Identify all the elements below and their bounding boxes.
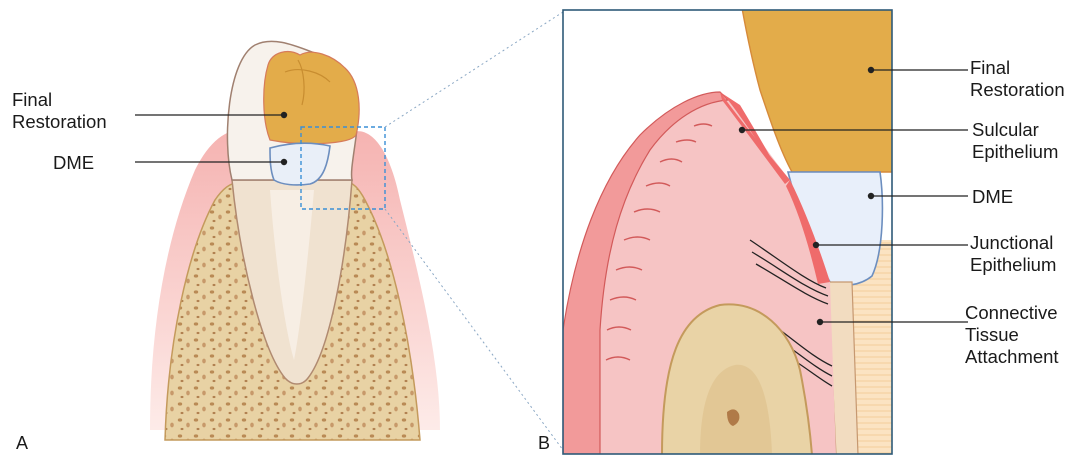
panel-letter-b: B (538, 433, 550, 454)
panel-b-drawing (563, 8, 968, 455)
panel-a-drawing (135, 12, 563, 450)
label-a-final-restoration: Final Restoration (12, 89, 107, 133)
label-a-dme: DME (53, 152, 94, 174)
label-b-connective-tissue-attachment: Connective Tissue Attachment (965, 302, 1059, 368)
panel-letter-a: A (16, 433, 28, 454)
label-b-final-restoration: Final Restoration (970, 57, 1065, 101)
label-b-junctional-epithelium: Junctional Epithelium (970, 232, 1056, 276)
label-b-dme: DME (972, 186, 1013, 208)
label-b-sulcular-epithelium: Sulcular Epithelium (972, 119, 1058, 163)
final-restoration-a (264, 52, 359, 144)
